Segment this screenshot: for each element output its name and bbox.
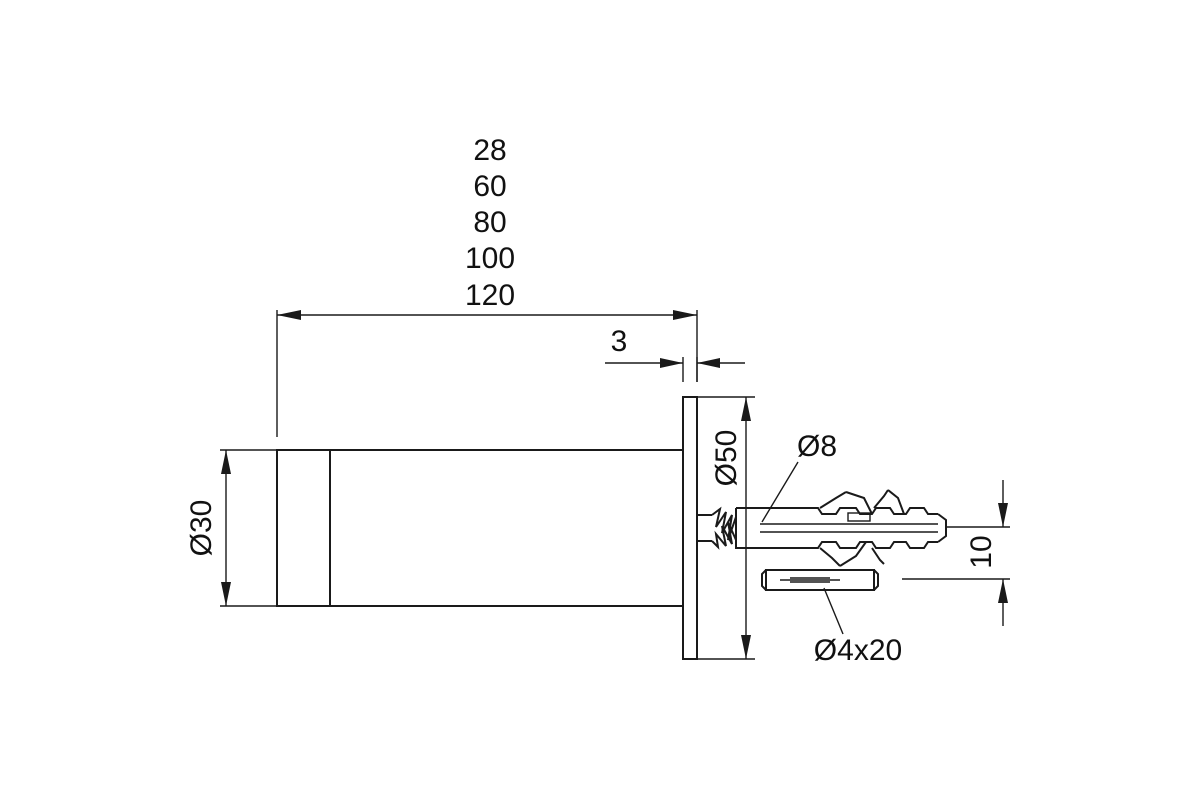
length-option-100: 100 — [465, 242, 515, 275]
screw-spec-label: Ø4x20 — [814, 634, 902, 667]
length-option-120: 120 — [465, 279, 515, 312]
wall-dowel — [735, 489, 947, 567]
stopper-body — [276, 449, 684, 607]
plate-thickness-dimension — [605, 357, 745, 382]
mounting-plate — [682, 396, 698, 660]
arrowhead-left — [277, 310, 301, 320]
length-option-28: 28 — [473, 134, 506, 167]
screw-leader — [823, 587, 844, 635]
length-option-60: 60 — [473, 170, 506, 203]
threaded-stud — [697, 506, 737, 550]
plate-thickness-label: 3 — [611, 325, 628, 358]
dowel-leader — [761, 461, 799, 523]
length-dimension — [276, 310, 698, 437]
plate-diameter-label: Ø50 — [710, 430, 743, 487]
length-option-80: 80 — [473, 206, 506, 239]
arrowhead-right — [673, 310, 697, 320]
plate-diameter-dimension — [697, 396, 755, 660]
dowel-offset-dimension — [902, 480, 1010, 626]
screw-pin — [761, 569, 879, 591]
dowel-diameter-label: Ø8 — [797, 430, 837, 463]
stopper-diameter-label: Ø30 — [185, 500, 218, 557]
stopper-diameter-dimension — [220, 449, 277, 607]
dowel-offset-label: 10 — [965, 535, 998, 568]
